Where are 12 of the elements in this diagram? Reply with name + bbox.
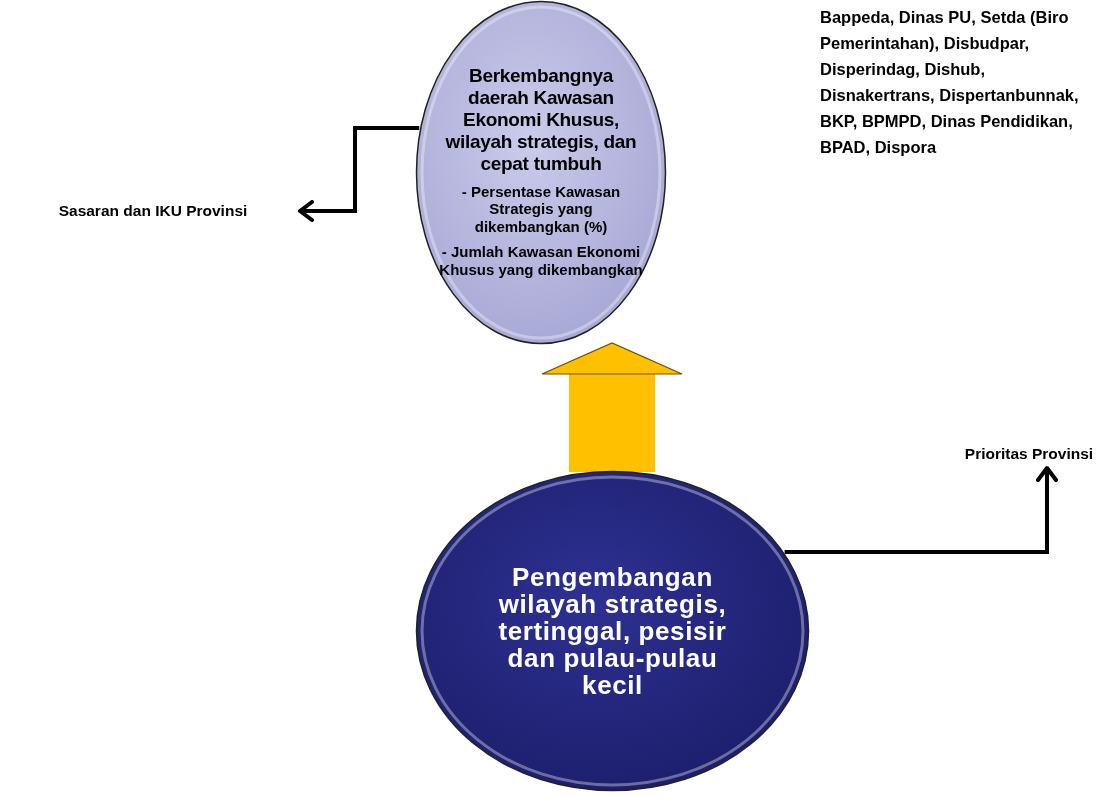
target-label: Sasaran dan IKU Provinsi — [58, 201, 248, 221]
elbow-arrow — [298, 126, 420, 222]
priority-label: Prioritas Provinsi — [964, 444, 1094, 464]
agency-list: Bappeda, Dinas PU, Setda (Biro Pemerintahan), Disbudpar, Disperindag, Dishub, Disnakertrans, Dispertanbunnak, BKP, BPMPD, Dinas Pendidikan, BPAD, Dispora — [820, 4, 1082, 160]
indicator-text: - Persentase Kawasan Strategis yang dikembangkan (%) — [460, 182, 622, 236]
indicator-text: - Jumlah Kawasan Ekonomi Khusus yang dikembangkan — [438, 243, 644, 279]
program-text: Pengembangan wilayah strategis, tertinggal, pesisir dan pulau-pulau kecil — [497, 563, 728, 699]
objective-heading: Berkembangnya daerah Kawasan Ekonomi Khusus, wilayah strategis, dan cepat tumbuh — [444, 64, 638, 175]
program-ellipse — [415, 470, 810, 792]
elbow-arrow — [784, 466, 1058, 554]
block-arrow — [541, 342, 683, 472]
objective-ellipse — [415, 0, 667, 345]
